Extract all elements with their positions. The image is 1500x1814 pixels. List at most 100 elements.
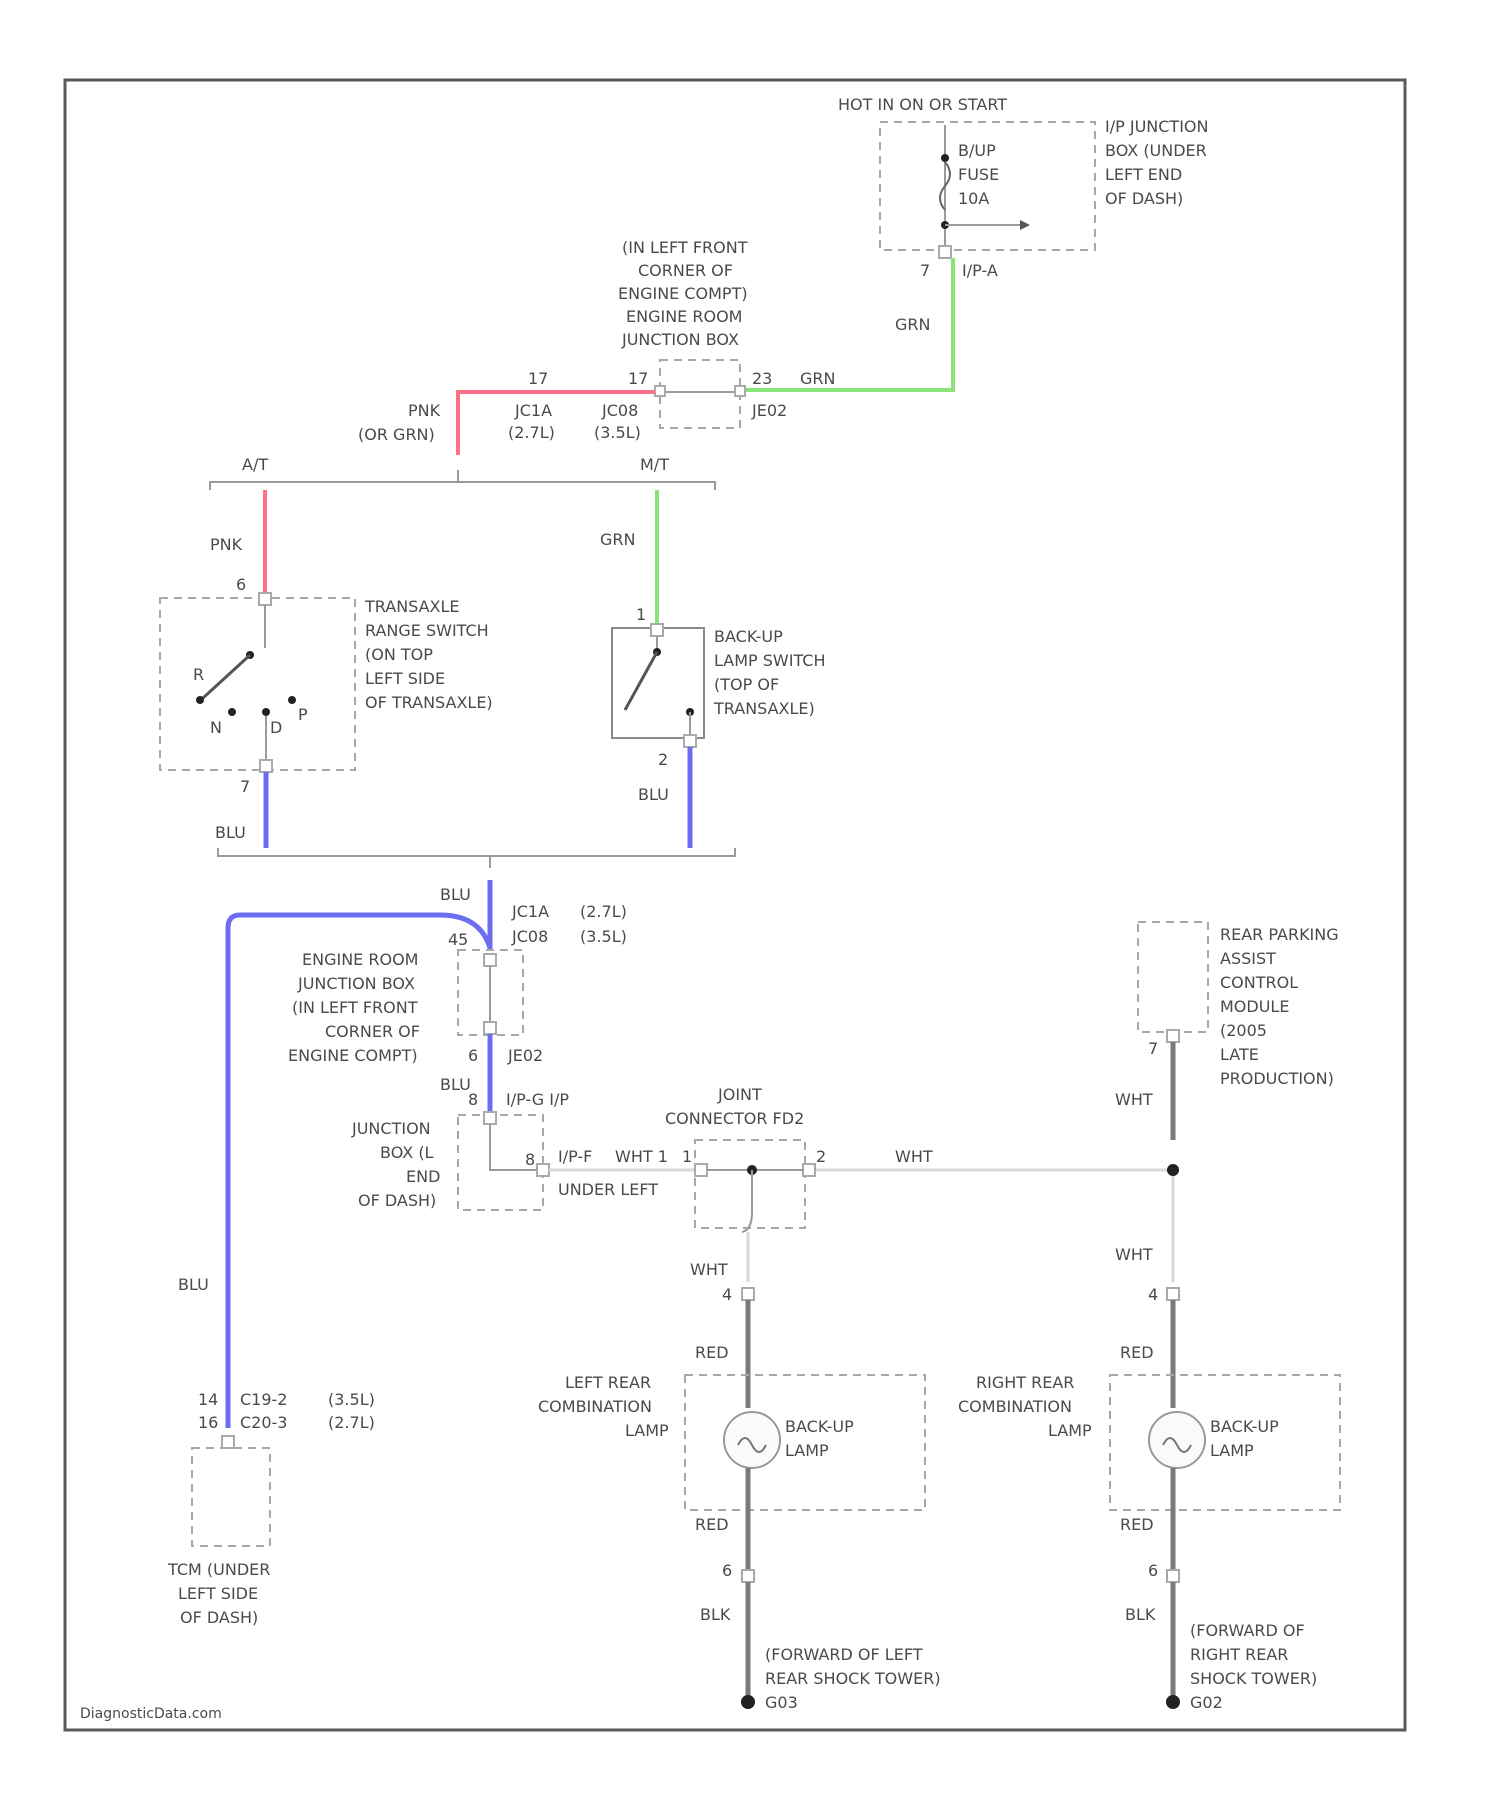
joint-connector-right-terminal: [803, 1164, 815, 1176]
ip-junction-box: HOT IN ON OR START B/UP FUSE 10A I/P JUN…: [838, 95, 1208, 280]
engine-box-mid-conn-2: JC08: [511, 927, 548, 946]
wht-1-label: WHT 1: [615, 1147, 668, 1166]
joint-connector-line-2: CONNECTOR FD2: [665, 1109, 804, 1128]
joint-connector-fd2: JOINT CONNECTOR FD2 1 2: [665, 1085, 826, 1232]
engine-box-top-line-3: ENGINE COMPT): [618, 284, 748, 303]
junction-box-dash: 8 I/P-G I/P JUNCTION BOX (L END OF DASH)…: [351, 1090, 658, 1210]
transaxle-top-terminal: [259, 593, 271, 605]
transaxle-contact-r: [196, 696, 204, 704]
left-ground-icon: [741, 1695, 755, 1709]
transaxle-pos-n: N: [210, 718, 222, 737]
backup-line-1: BACK-UP: [714, 627, 783, 646]
left-rear-combination-lamp: 4 RED BACK-UP LAMP LEFT REAR COMBINATION…: [538, 1285, 941, 1712]
junction-box-conn-right: I/P-F: [558, 1147, 592, 1166]
right-blk-label: BLK: [1125, 1605, 1156, 1624]
tcm-conn-1-sub: (3.5L): [328, 1390, 375, 1409]
tcm-line-2: LEFT SIDE: [178, 1584, 258, 1603]
engine-room-junction-box-mid: 45 JC1A (2.7L) JC08 (3.5L) ENGINE ROOM J…: [288, 902, 627, 1065]
engine-box-mid-line-2: JUNCTION BOX: [297, 974, 415, 993]
blu-label-mid: BLU: [440, 885, 471, 904]
engine-box-top-conn-2-sub: (3.5L): [594, 423, 641, 442]
engine-box-top-line-2: CORNER OF: [638, 261, 733, 280]
wht-label-right: WHT: [895, 1147, 933, 1166]
left-blk-label: BLK: [700, 1605, 731, 1624]
ip-junction-line-2: BOX (UNDER: [1105, 141, 1207, 160]
junction-box-line-1: JUNCTION: [351, 1119, 431, 1138]
backup-switch-arm: [625, 652, 657, 710]
parking-module-line-2: ASSIST: [1220, 949, 1276, 968]
engine-box-mid-conn-3: JE02: [507, 1046, 543, 1065]
right-lamp-line-1: RIGHT REAR: [976, 1373, 1074, 1392]
left-ground-line-1: (FORWARD OF LEFT: [765, 1645, 923, 1664]
pnk-label: PNK: [408, 401, 441, 420]
right-splice: [1167, 1164, 1179, 1176]
diagram-frame: [65, 80, 1405, 1730]
transaxle-pin-top: 6: [236, 575, 246, 594]
wht-label-left-lamp: WHT: [690, 1260, 728, 1279]
backup-pin-top: 1: [636, 605, 646, 624]
transaxle-switch-outline: [160, 598, 355, 770]
blu-label-at: BLU: [215, 823, 246, 842]
engine-box-top-line-1: (IN LEFT FRONT: [622, 238, 748, 257]
parking-module-line-5: (2005: [1220, 1021, 1267, 1040]
wht-label-right-lamp: WHT: [1115, 1245, 1153, 1264]
left-lamp-line-2: COMBINATION: [538, 1397, 652, 1416]
engine-box-mid-line-5: ENGINE COMPT): [288, 1046, 418, 1065]
wht-label-module: WHT: [1115, 1090, 1153, 1109]
power-connector: I/P-A: [962, 261, 998, 280]
split-bracket-top: [210, 482, 715, 490]
engine-box-top-terminal-left: [655, 386, 665, 396]
right-rear-combination-lamp: 4 RED BACK-UP LAMP RIGHT REAR COMBINATIO…: [958, 1285, 1340, 1712]
transaxle-line-2: RANGE SWITCH: [365, 621, 489, 640]
grn-label-vertical: GRN: [895, 315, 930, 334]
hot-label: HOT IN ON OR START: [838, 95, 1007, 114]
transaxle-line-1: TRANSAXLE: [364, 597, 460, 616]
tcm-line-1: TCM (UNDER: [167, 1560, 270, 1579]
arrow-icon: [1020, 220, 1030, 230]
parking-module-line-1: REAR PARKING: [1220, 925, 1339, 944]
parking-module-outline: [1138, 922, 1208, 1032]
junction-box-line-3: END: [406, 1167, 440, 1186]
left-lamp-bottom-terminal: [742, 1570, 754, 1582]
pnk-label-at: PNK: [210, 535, 243, 554]
right-lamp-inner-line-2: LAMP: [1210, 1441, 1254, 1460]
engine-box-top-terminal-right: [735, 386, 745, 396]
right-red-label-bottom: RED: [1120, 1515, 1154, 1534]
backup-line-3: (TOP OF: [714, 675, 779, 694]
parking-module-terminal: [1167, 1030, 1179, 1042]
engine-box-top-line-5: JUNCTION BOX: [621, 330, 739, 349]
transaxle-range-switch: 6 R N D P 7 TRANSAXLE RANGE SWITCH (ON T…: [160, 575, 493, 796]
transaxle-line-4: LEFT SIDE: [365, 669, 445, 688]
ip-junction-line-3: LEFT END: [1105, 165, 1182, 184]
backup-lamp-switch: 1 2 BACK-UP LAMP SWITCH (TOP OF TRANSAXL…: [612, 605, 826, 769]
parking-module-line-7: PRODUCTION): [1220, 1069, 1334, 1088]
right-backup-bulb-icon: [1149, 1412, 1205, 1468]
right-ground-line-1: (FORWARD OF: [1190, 1621, 1305, 1640]
tcm-outline: [192, 1448, 270, 1546]
engine-box-top-pin-a: 17: [528, 369, 548, 388]
left-lamp-line-1: LEFT REAR: [565, 1373, 651, 1392]
transaxle-line-3: (ON TOP: [365, 645, 433, 664]
left-lamp-inner-line-2: LAMP: [785, 1441, 829, 1460]
blu-label-mt: BLU: [638, 785, 669, 804]
engine-box-top-pin-b: 17: [628, 369, 648, 388]
tcm-terminal: [222, 1436, 234, 1448]
power-pin: 7: [920, 261, 930, 280]
tcm-conn-2: C20-3: [240, 1413, 287, 1432]
junction-box-pin-right: 8: [525, 1150, 535, 1169]
right-lamp-line-2: COMBINATION: [958, 1397, 1072, 1416]
rear-parking-assist-module: 7 REAR PARKING ASSIST CONTROL MODULE (20…: [1138, 922, 1339, 1088]
grn-label-horizontal: GRN: [800, 369, 835, 388]
engine-box-mid-line-4: CORNER OF: [325, 1022, 420, 1041]
left-lamp-line-3: LAMP: [625, 1421, 669, 1440]
right-lamp-top-terminal: [1167, 1288, 1179, 1300]
blu-label-tcm: BLU: [178, 1275, 209, 1294]
junction-box-line-2: BOX (L: [380, 1143, 434, 1162]
parking-module-line-3: CONTROL: [1220, 973, 1298, 992]
right-ground-id: G02: [1190, 1693, 1223, 1712]
tcm-conn-2-sub: (2.7L): [328, 1413, 375, 1432]
left-backup-bulb-icon: [724, 1412, 780, 1468]
engine-box-mid-conn-1: JC1A: [511, 902, 549, 921]
engine-box-top-pin-c: 23: [752, 369, 772, 388]
